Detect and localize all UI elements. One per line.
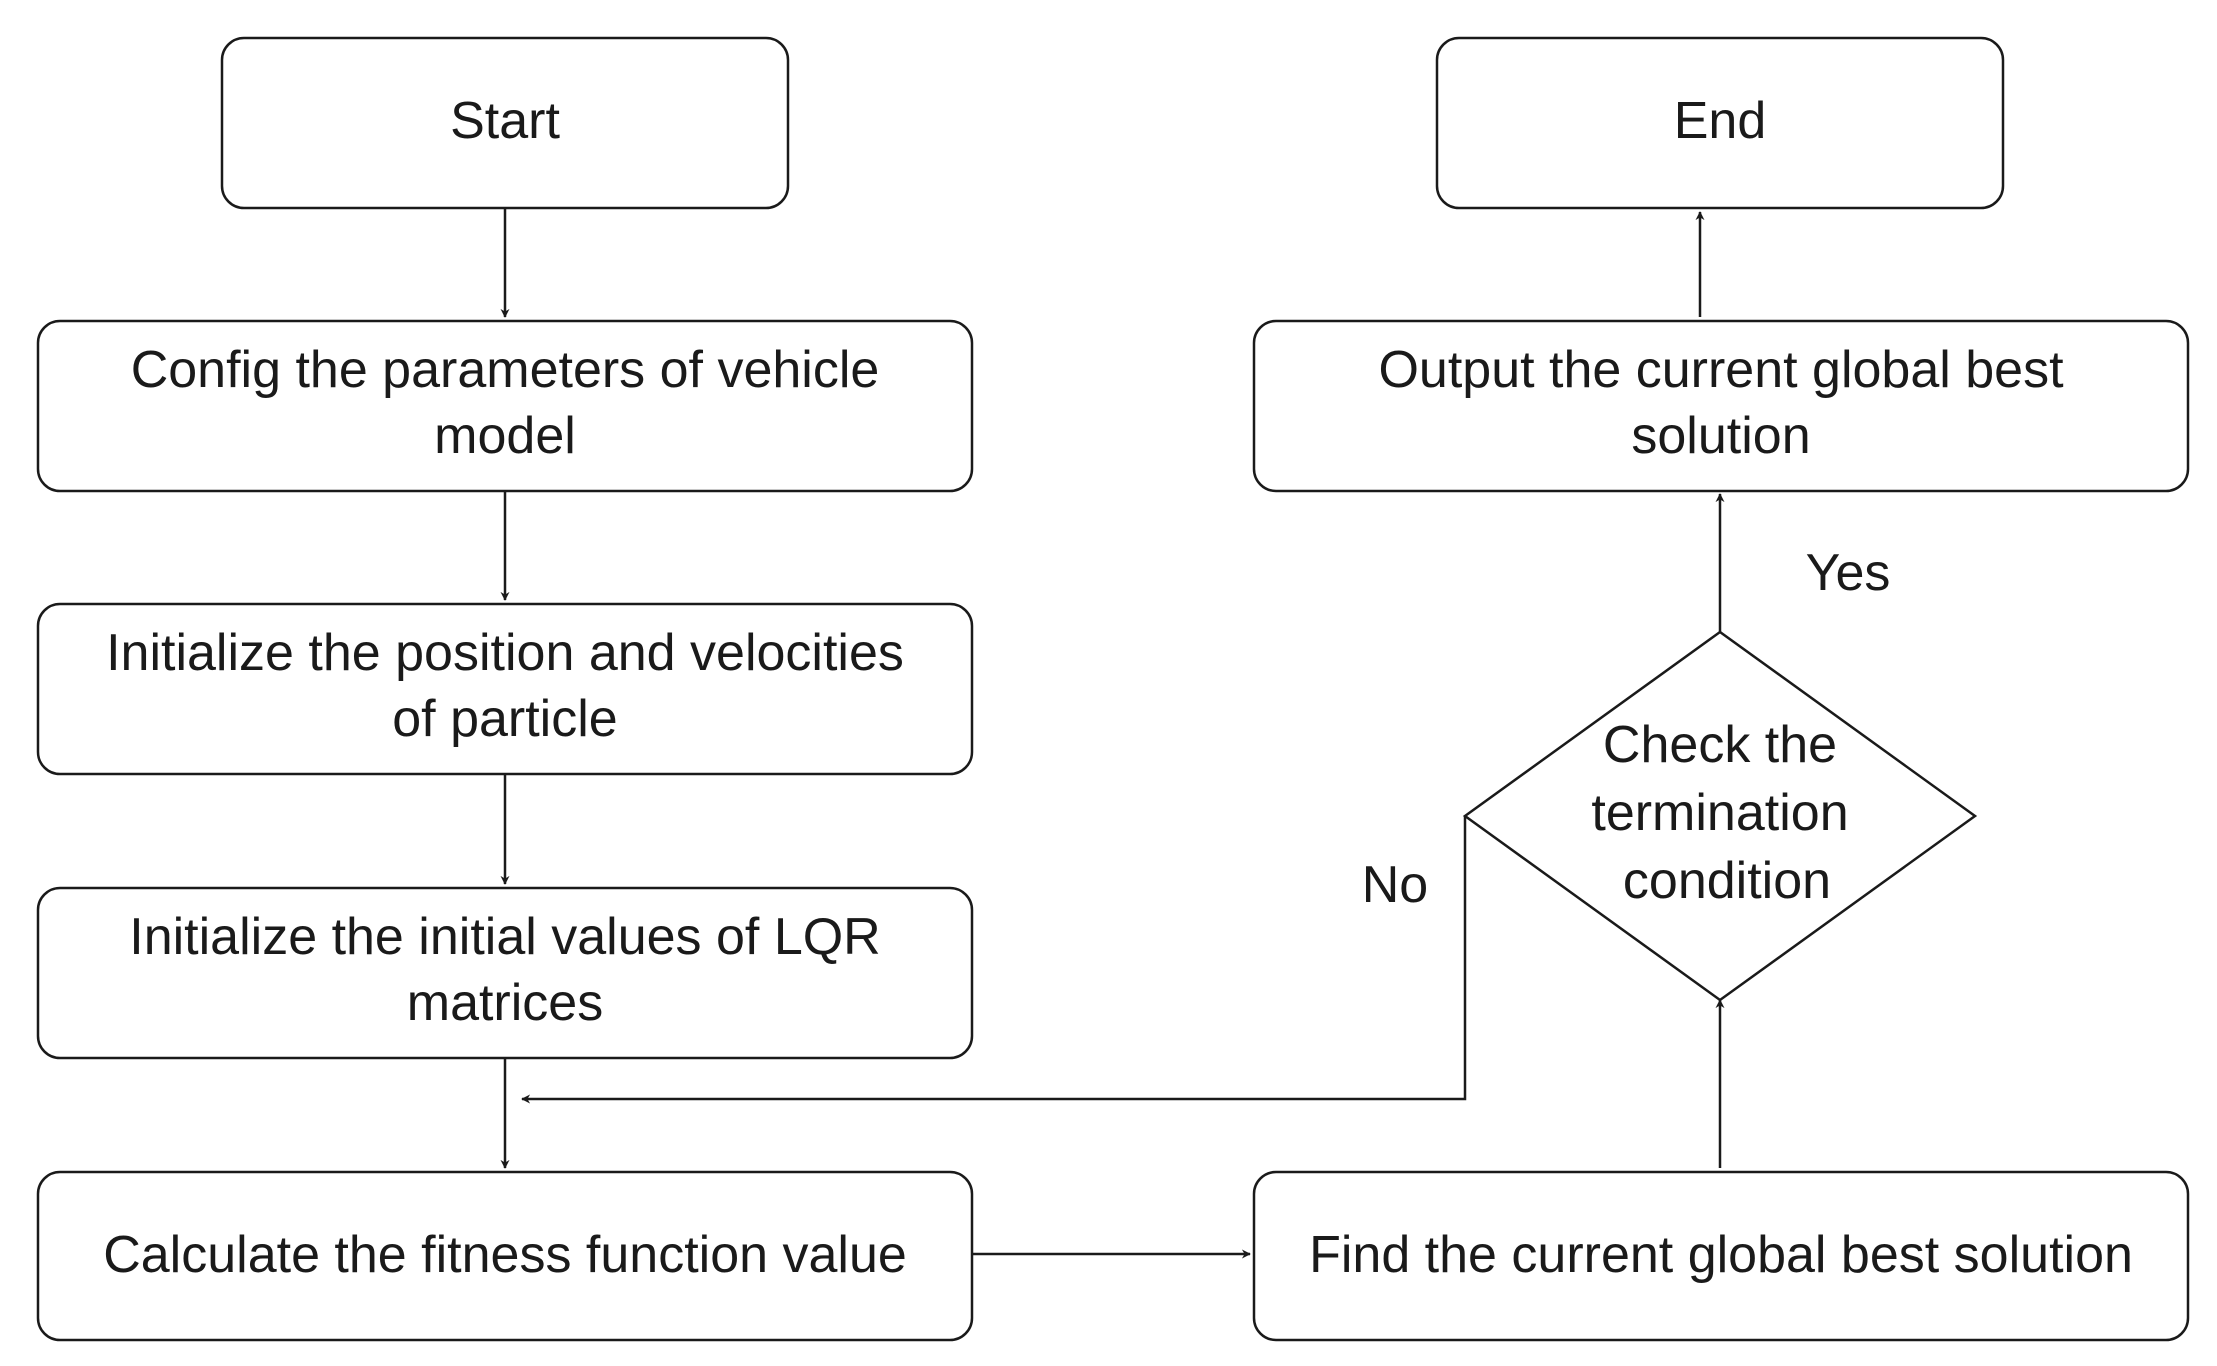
config-label-line-2: model — [434, 407, 576, 465]
init-lqr-label-line-2: matrices — [407, 974, 603, 1032]
start-label: Start — [450, 92, 560, 150]
find-best-label: Find the current global best solution — [1309, 1226, 2133, 1284]
output-node: Output the current global best solution — [1252, 319, 2190, 493]
end-label: End — [1674, 92, 1767, 150]
output-label-line-1: Output the current global best — [1378, 341, 2064, 399]
start-node: Start — [220, 36, 790, 210]
check-label-line-3: condition — [1623, 852, 1831, 910]
check-label-line-2: termination — [1591, 784, 1848, 842]
arrow-check-to-calculate-no — [521, 816, 1467, 1104]
connectors — [500, 208, 1725, 1259]
check-decision-node: Check the termination condition — [1462, 630, 1978, 1002]
init-position-label-line-1: Initialize the position and velocities — [106, 624, 904, 682]
init-position-label-line-2: of particle — [392, 690, 617, 748]
calculate-node: Calculate the fitness function value — [36, 1170, 974, 1342]
end-node: End — [1435, 36, 2005, 210]
no-label: No — [1362, 856, 1428, 914]
output-label-line-2: solution — [1631, 407, 1810, 465]
yes-label: Yes — [1806, 544, 1891, 602]
config-label-line-1: Config the parameters of vehicle — [131, 341, 880, 399]
init-position-node: Initialize the position and velocities o… — [36, 602, 974, 776]
calculate-label: Calculate the fitness function value — [103, 1226, 907, 1284]
check-label-line-1: Check the — [1603, 716, 1837, 774]
init-lqr-node: Initialize the initial values of LQR mat… — [36, 886, 974, 1060]
init-lqr-label-line-1: Initialize the initial values of LQR — [129, 908, 881, 966]
config-node: Config the parameters of vehicle model — [36, 319, 974, 493]
find-best-node: Find the current global best solution — [1252, 1170, 2190, 1342]
